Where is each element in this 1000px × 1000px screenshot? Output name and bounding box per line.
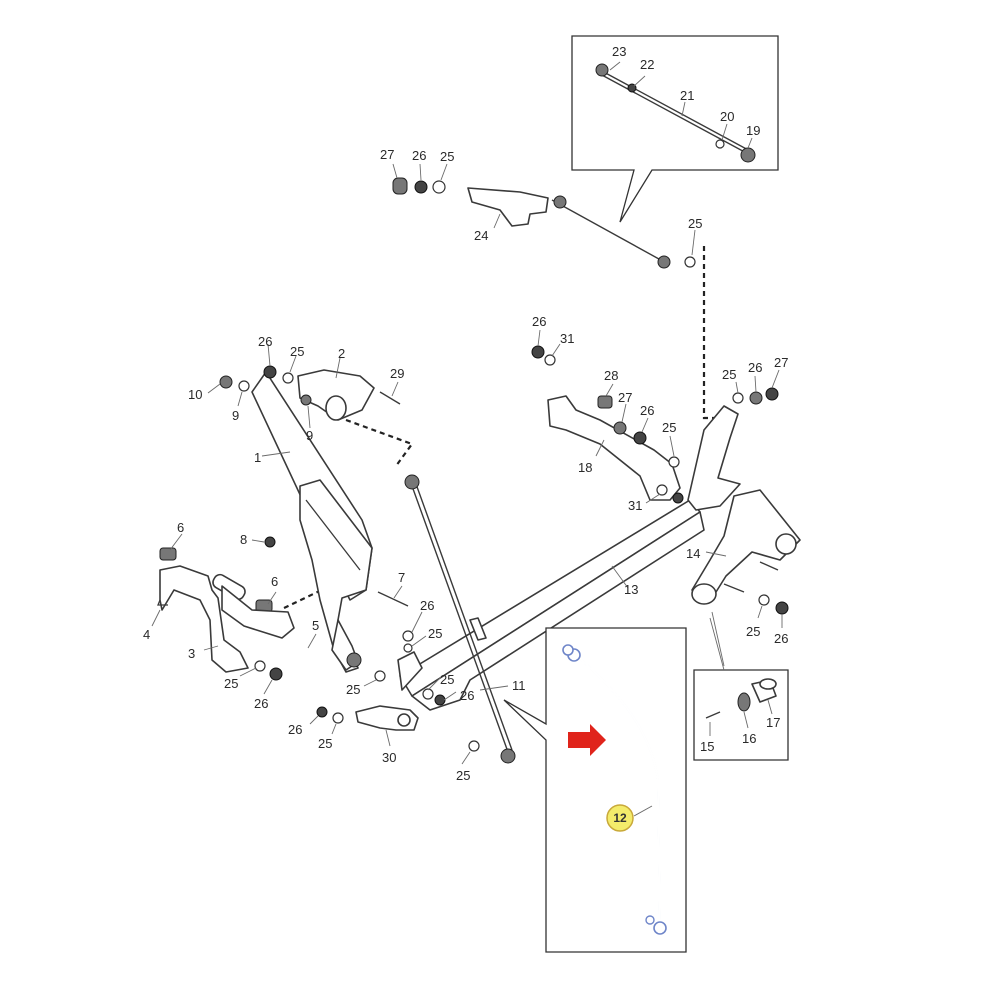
callout-26: 26 (640, 403, 654, 418)
bracket-14 (691, 489, 801, 601)
callout-26: 26 (748, 360, 762, 375)
callout-27: 27 (380, 147, 394, 162)
callout-26: 26 (774, 631, 788, 646)
callout-25: 25 (662, 420, 676, 435)
callout-23: 23 (612, 44, 626, 59)
highlight-badge-label: 12 (613, 811, 627, 825)
callout-4: 4 (143, 627, 150, 642)
callout-24: 24 (474, 228, 488, 243)
callout-25: 25 (440, 672, 454, 687)
callout-25: 25 (722, 367, 736, 382)
callout-20: 20 (720, 109, 734, 124)
lower-clamp-30 (309, 651, 480, 765)
callout-10: 10 (188, 387, 202, 402)
callout-26: 26 (258, 334, 272, 349)
callout-25: 25 (746, 624, 760, 639)
callout-26: 26 (420, 598, 434, 613)
upper-link-assembly (392, 163, 696, 269)
callout-18: 18 (578, 460, 592, 475)
callout-17: 17 (766, 715, 780, 730)
callout-9: 9 (232, 408, 239, 423)
callout-26: 26 (288, 722, 302, 737)
callout-25: 25 (346, 682, 360, 697)
highlight-badge (606, 804, 634, 832)
callout-19: 19 (746, 123, 760, 138)
callout-7: 7 (398, 570, 405, 585)
callout-14: 14 (686, 546, 700, 561)
inset-top (571, 35, 779, 223)
inset-highlight-12: 12 (503, 627, 687, 953)
callout-13: 13 (624, 582, 638, 597)
callout-26: 26 (412, 148, 426, 163)
callout-25: 25 (290, 344, 304, 359)
callout-31: 31 (628, 498, 642, 513)
callout-6: 6 (177, 520, 184, 535)
callout-30: 30 (382, 750, 396, 765)
callout-9: 9 (306, 428, 313, 443)
callout-22: 22 (640, 57, 654, 72)
callout-25: 25 (440, 149, 454, 164)
callout-28: 28 (604, 368, 618, 383)
link-11 (404, 474, 516, 764)
callout-27: 27 (618, 390, 632, 405)
callout-8: 8 (240, 532, 247, 547)
callout-25: 25 (224, 676, 238, 691)
right-bracket-assembly (687, 369, 801, 667)
callout-26: 26 (254, 696, 268, 711)
callout-2: 2 (338, 346, 345, 361)
callout-29: 29 (390, 366, 404, 381)
left-bracket-assembly (151, 533, 427, 695)
callout-25: 25 (456, 768, 470, 783)
inset-bushing (693, 617, 789, 761)
callout-15: 15 (700, 739, 714, 754)
callout-27: 27 (774, 355, 788, 370)
callout-5: 5 (312, 618, 319, 633)
callout-21: 21 (680, 88, 694, 103)
bracket-3 (159, 565, 249, 673)
callout-25: 25 (318, 736, 332, 751)
left-arm-assembly (207, 343, 401, 673)
ball-joint-icon (595, 63, 609, 77)
callout-31: 31 (560, 331, 574, 346)
bracket-24 (467, 187, 549, 227)
callout-1: 1 (254, 450, 261, 465)
callout-26: 26 (460, 688, 474, 703)
callout-6: 6 (271, 574, 278, 589)
callout-16: 16 (742, 731, 756, 746)
callout-labels: 23 22 21 20 19 27 26 25 24 25 26 25 2 29… (143, 44, 788, 783)
callout-3: 3 (188, 646, 195, 661)
middle-link-18 (531, 329, 684, 504)
callout-25: 25 (428, 626, 442, 641)
callout-26: 26 (532, 314, 546, 329)
ball-joint-icon (740, 147, 756, 163)
callout-11: 11 (512, 678, 526, 693)
red-arrow-icon (568, 724, 606, 756)
callout-25: 25 (688, 216, 702, 231)
